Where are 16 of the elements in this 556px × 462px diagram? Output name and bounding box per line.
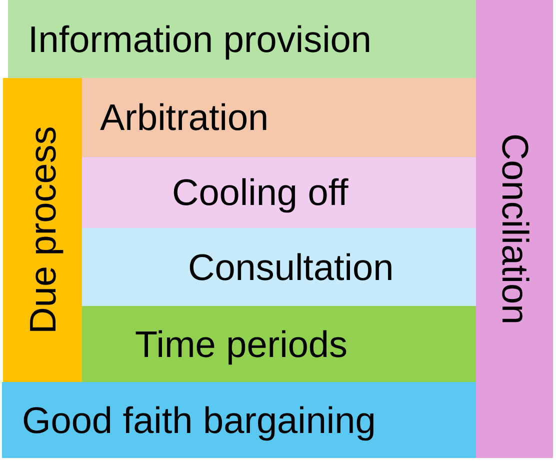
vertical-band	[3, 78, 82, 382]
band	[8, 0, 476, 78]
band	[82, 78, 476, 157]
band-label: Good faith bargaining	[22, 402, 376, 438]
band-label: Time periods	[135, 326, 348, 362]
band	[82, 228, 476, 306]
band-label: Conciliation	[496, 133, 533, 325]
band-label: Arbitration	[100, 99, 269, 136]
band	[2, 382, 476, 458]
band-label: Cooling off	[172, 174, 348, 211]
band	[82, 157, 476, 228]
vertical-band	[476, 0, 553, 458]
band-label: Due process	[24, 126, 61, 334]
band	[82, 306, 476, 382]
band-label: Consultation	[188, 248, 394, 286]
band-label: Information provision	[28, 20, 372, 58]
